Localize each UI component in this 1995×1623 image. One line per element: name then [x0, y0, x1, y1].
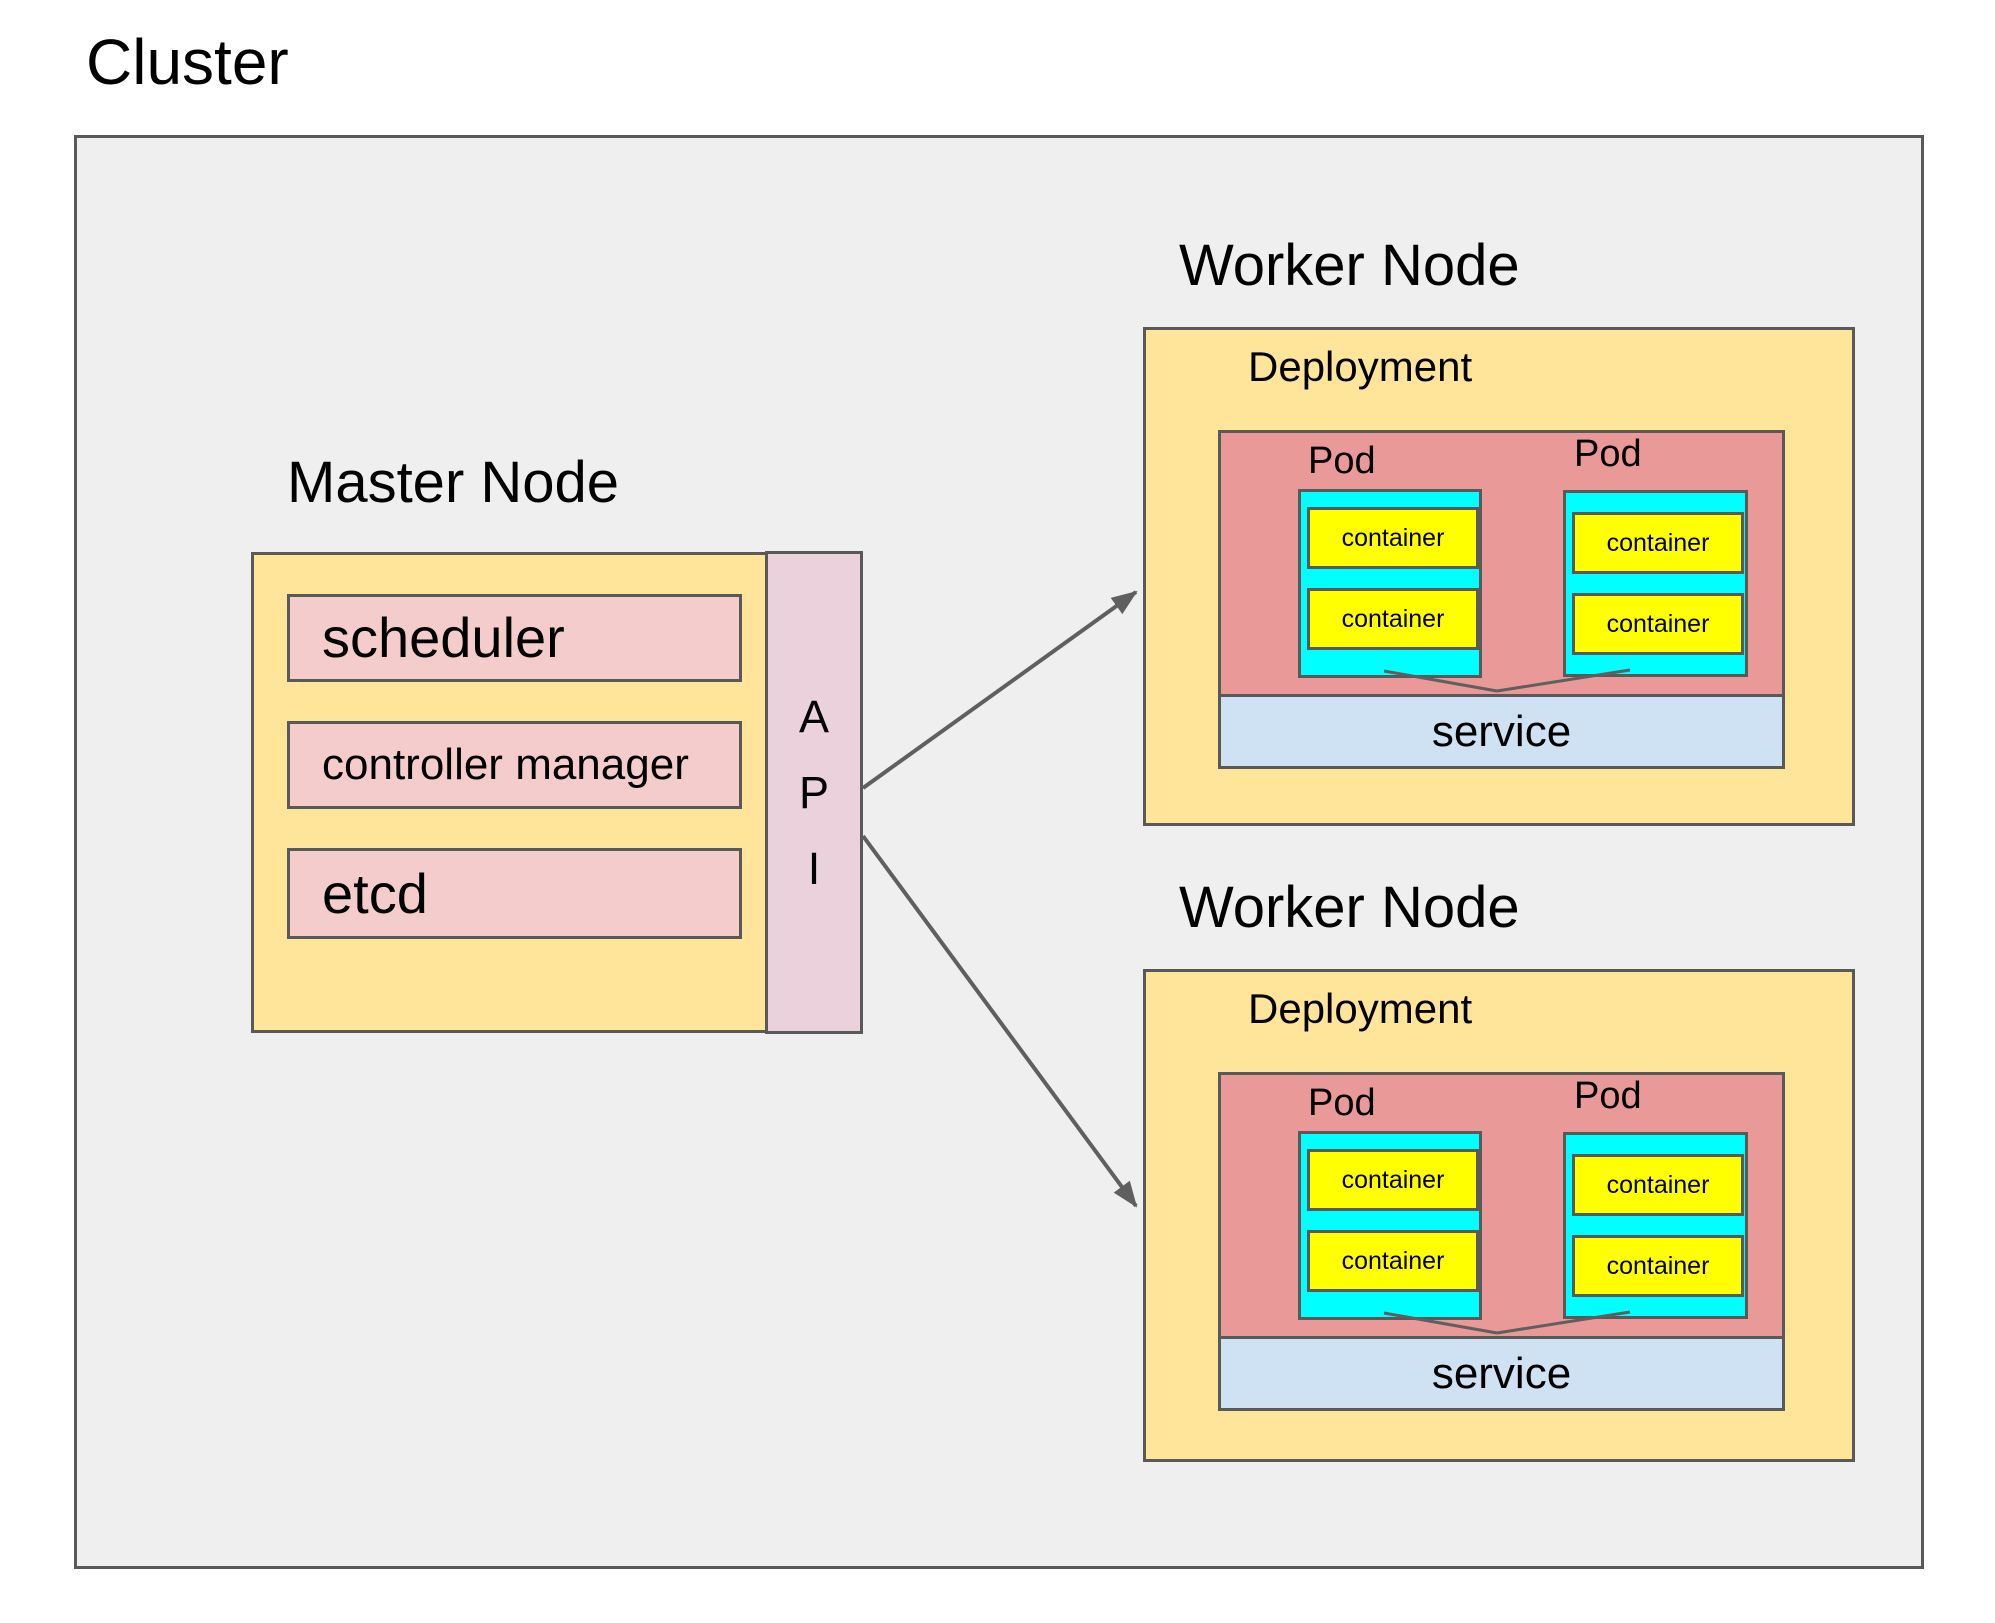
container-box: container: [1572, 512, 1744, 574]
service-bar: service: [1218, 694, 1785, 769]
service-bar: service: [1218, 1336, 1785, 1411]
container-box: container: [1307, 1149, 1479, 1211]
worker-node-2-title: Worker Node: [1179, 875, 1520, 940]
deployment-pod-area: Pod Pod container container container co…: [1218, 1072, 1785, 1339]
worker-node-2-box: Deployment Pod Pod container container c…: [1143, 969, 1855, 1462]
master-node-title: Master Node: [287, 450, 620, 515]
deployment-label: Deployment: [1248, 343, 1473, 390]
api-server-box: A P I: [765, 551, 863, 1034]
container-box: container: [1307, 507, 1479, 569]
container-box: container: [1307, 1230, 1479, 1292]
master-node-box: scheduler controller manager etcd: [251, 552, 768, 1033]
pod-box: container container: [1563, 490, 1748, 677]
pod-box: container container: [1298, 1131, 1482, 1320]
pod-box: container container: [1563, 1132, 1748, 1319]
container-box: container: [1572, 1235, 1744, 1297]
container-box: container: [1572, 593, 1744, 655]
pod-label: Pod: [1574, 433, 1642, 475]
cluster-title: Cluster: [86, 26, 289, 98]
scheduler-box: scheduler: [287, 594, 742, 682]
container-box: container: [1307, 588, 1479, 650]
deployment-label: Deployment: [1248, 985, 1473, 1032]
controller-manager-box: controller manager: [287, 721, 742, 809]
pod-label: Pod: [1308, 440, 1376, 482]
service-label: service: [1431, 706, 1572, 756]
container-box: container: [1572, 1154, 1744, 1216]
api-label: A P I: [798, 690, 829, 894]
pod-label: Pod: [1308, 1082, 1376, 1124]
pod-label: Pod: [1574, 1075, 1642, 1117]
service-label: service: [1431, 1348, 1572, 1398]
etcd-box: etcd: [287, 848, 742, 939]
deployment-pod-area: Pod Pod container container container co…: [1218, 430, 1785, 697]
pod-box: container container: [1298, 489, 1482, 678]
worker-node-1-box: Deployment Pod Pod container container c…: [1143, 327, 1855, 826]
worker-node-1-title: Worker Node: [1179, 233, 1520, 298]
